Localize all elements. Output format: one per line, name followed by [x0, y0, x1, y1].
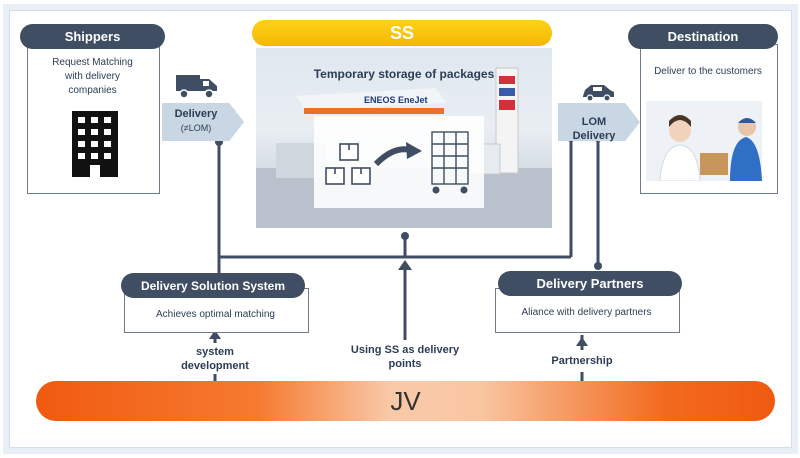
delivery-label: Delivery: [174, 108, 218, 120]
system-development-line-1: system: [196, 346, 234, 358]
truck-icon: [176, 75, 217, 99]
delivery-sub: (≠LOM): [180, 123, 212, 133]
partnership-label: Partnership: [551, 355, 613, 367]
shippers-desc-line-3: companies: [68, 85, 117, 96]
shippers-desc: Request Matching with delivery companies: [30, 56, 155, 98]
roll-cage-cart-icon: [431, 131, 469, 194]
ss-station-photo: ENEOS EneJet Temporary storage of packag…: [256, 48, 552, 228]
dss-desc: Achieves optimal matching: [156, 309, 275, 320]
shippers-title: Shippers: [64, 29, 121, 44]
ss-title: SS: [389, 22, 414, 43]
arrowhead-partnership: [576, 337, 588, 346]
packages-icon: [325, 143, 371, 185]
delivery-arrow-text: Delivery (≠LOM): [164, 107, 228, 135]
partners-desc: Aliance with delivery partners: [521, 307, 652, 318]
destination-desc: Deliver to the customers: [654, 66, 762, 77]
shippers-desc-line-1: Request Matching: [52, 57, 133, 68]
arrowhead-ss-points: [398, 260, 412, 270]
delivery-arrow: [162, 103, 244, 141]
partners-title: Delivery Partners: [536, 276, 644, 291]
customer-photo: [646, 101, 762, 181]
jv-label: JV: [390, 385, 421, 416]
shippers-desc-line-2: with delivery: [64, 71, 121, 82]
dot-ss: [401, 232, 409, 240]
system-development-label: system development: [165, 345, 265, 373]
ss-header: SS: [252, 20, 552, 46]
jv-bar: JV: [36, 381, 775, 421]
using-ss-label: Using SS as delivery points: [340, 343, 470, 371]
lom-label: LOM Delivery: [572, 116, 616, 142]
dot-partners-bottom: [594, 262, 602, 270]
partners-header: Delivery Partners: [498, 271, 682, 296]
ss-brand-sign: ENEOS EneJet: [364, 95, 428, 105]
lom-delivery-arrow: [558, 103, 640, 141]
right-arrow-icon: [373, 142, 422, 167]
destination-header: Destination: [628, 24, 778, 49]
dss-header: Delivery Solution System: [121, 273, 305, 298]
shippers-header: Shippers: [20, 24, 165, 49]
using-ss-line-2: points: [388, 358, 422, 370]
dss-title: Delivery Solution System: [140, 278, 286, 293]
office-building-icon: [72, 111, 118, 177]
customer-illustration: [646, 101, 762, 181]
using-ss-line-1: Using SS as delivery: [350, 344, 460, 356]
destination-title: Destination: [667, 29, 739, 44]
ss-caption: Temporary storage of packages: [313, 67, 495, 81]
arrowhead-sysdev: [209, 330, 221, 339]
system-development-line-2: development: [181, 360, 249, 372]
car-icon: [583, 85, 614, 102]
